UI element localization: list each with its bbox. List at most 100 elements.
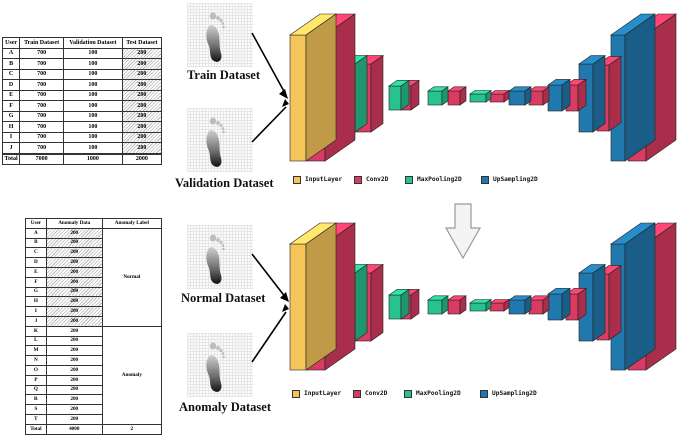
legend-swatch bbox=[353, 390, 361, 398]
anomaly-footprint-image bbox=[187, 333, 253, 397]
table-cell: 700 bbox=[19, 47, 65, 59]
maxpool-block bbox=[388, 79, 410, 111]
table-cell: 700 bbox=[19, 100, 65, 112]
table-cell: 100 bbox=[63, 68, 123, 80]
autoencoder-diagram-top bbox=[289, 13, 677, 162]
table-cell: C bbox=[1, 68, 21, 80]
input-layer-block bbox=[289, 222, 337, 371]
table-cell: 200 bbox=[45, 325, 103, 337]
table-cell: 200 bbox=[121, 68, 163, 80]
legend-label: UpSampling2D bbox=[492, 390, 537, 397]
table-cell: 100 bbox=[63, 131, 123, 143]
table-cell: 200 bbox=[121, 131, 163, 143]
table-cell: 200 bbox=[45, 384, 103, 396]
table-cell: 200 bbox=[45, 227, 103, 239]
table-cell: S bbox=[25, 404, 47, 415]
table-cell: 7000 bbox=[19, 153, 65, 165]
table-cell: I bbox=[1, 131, 21, 143]
table-cell: F bbox=[25, 276, 47, 288]
table-cell: 1000 bbox=[63, 153, 123, 165]
table-cell: T bbox=[25, 413, 47, 425]
maxpool-block bbox=[427, 86, 449, 106]
input-layer-block bbox=[289, 13, 337, 162]
label-cell-anomaly: Anomaly bbox=[101, 325, 163, 425]
maxpool-block bbox=[388, 288, 410, 320]
table-cell: 200 bbox=[45, 374, 103, 386]
arrow-icon bbox=[251, 311, 287, 363]
table-cell: 4000 bbox=[45, 423, 103, 435]
table-cell: L bbox=[25, 335, 47, 347]
table-cell: C bbox=[25, 247, 47, 259]
table-cell: H bbox=[25, 296, 47, 308]
legend-label: InputLayer bbox=[304, 390, 342, 397]
column-header: User bbox=[25, 218, 47, 229]
table-cell: Total bbox=[1, 153, 21, 165]
table-cell: 100 bbox=[63, 110, 123, 122]
arrow-icon bbox=[251, 32, 287, 96]
table-cell: J bbox=[1, 142, 21, 154]
table-cell: 200 bbox=[121, 79, 163, 91]
legend-label: MaxPooling2D bbox=[416, 390, 461, 397]
column-header: Anomaly Data bbox=[45, 218, 103, 229]
table-cell: 200 bbox=[121, 89, 163, 101]
table-cell: P bbox=[25, 374, 47, 386]
table-cell: 200 bbox=[45, 296, 103, 308]
legend-swatch bbox=[293, 176, 301, 184]
table-cell: A bbox=[1, 47, 21, 59]
column-header: Train Dataset bbox=[19, 37, 65, 49]
validation-footprint-image bbox=[187, 108, 253, 172]
table-cell: D bbox=[25, 257, 47, 268]
legend-swatch bbox=[405, 176, 413, 184]
conv2d-block bbox=[447, 295, 467, 315]
table-cell: Q bbox=[25, 384, 47, 396]
table-cell: Total bbox=[25, 423, 47, 435]
footprint-icon bbox=[206, 12, 225, 62]
train-footprint-image bbox=[187, 3, 253, 67]
table-cell: 200 bbox=[45, 315, 103, 327]
table-cell: 200 bbox=[45, 266, 103, 278]
table-cell: 700 bbox=[19, 142, 65, 154]
validation-dataset-label: Validation Dataset bbox=[175, 176, 274, 190]
column-header: Validation Dataset bbox=[63, 37, 123, 49]
table-cell: E bbox=[25, 266, 47, 278]
table-cell: 100 bbox=[63, 121, 123, 133]
table-cell: 200 bbox=[121, 100, 163, 112]
autoencoder-diagram-bottom bbox=[289, 222, 677, 371]
table-cell: R bbox=[25, 394, 47, 406]
table-cell: 200 bbox=[45, 237, 103, 249]
table-cell: K bbox=[25, 325, 47, 337]
table-cell: 200 bbox=[121, 142, 163, 154]
upsampling2d-block bbox=[547, 78, 571, 112]
column-header: Test Dataset bbox=[121, 37, 163, 49]
table-cell: 200 bbox=[121, 121, 163, 133]
upsampling2d-block bbox=[508, 86, 532, 106]
table-cell: 100 bbox=[63, 79, 123, 91]
table-cell: 200 bbox=[45, 276, 103, 288]
table-cell: J bbox=[25, 315, 47, 327]
legend-label: Conv2D bbox=[366, 176, 389, 183]
table-cell: 100 bbox=[63, 100, 123, 112]
table-cell: 200 bbox=[121, 110, 163, 122]
table-cell: M bbox=[25, 345, 47, 357]
table-cell: D bbox=[1, 79, 21, 91]
table-cell: 200 bbox=[45, 335, 103, 347]
upsampling2d-block bbox=[508, 295, 532, 315]
table-cell: 200 bbox=[45, 247, 103, 259]
table-cell: 200 bbox=[45, 345, 103, 357]
column-header: Anomaly Label bbox=[101, 218, 163, 229]
table-cell: 200 bbox=[45, 286, 103, 298]
anomaly-dataset-label: Anomaly Dataset bbox=[179, 400, 272, 414]
table-cell: 200 bbox=[45, 257, 103, 268]
footprint-icon bbox=[206, 117, 225, 167]
table-cell: 100 bbox=[63, 89, 123, 101]
